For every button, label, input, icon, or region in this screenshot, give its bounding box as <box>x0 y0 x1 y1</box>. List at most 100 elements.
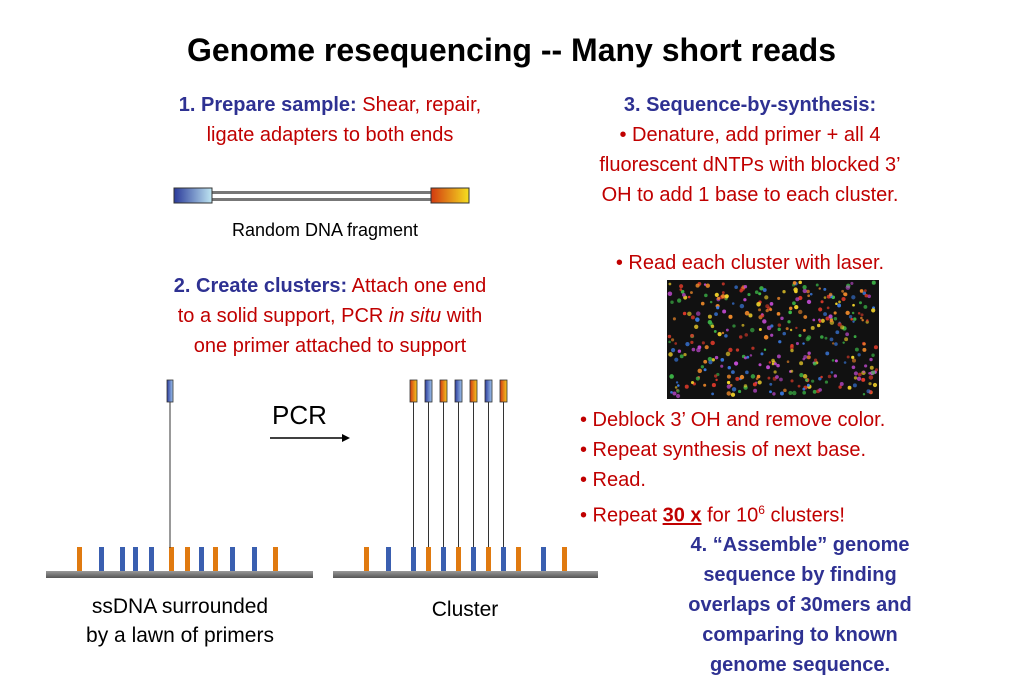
lawn-caption-line1: ssDNA surrounded <box>91 595 269 618</box>
cluster-dot <box>779 377 783 382</box>
cluster-dot <box>794 304 799 310</box>
step3-line1: • Denature, add primer + all 4 <box>619 124 881 146</box>
cluster-dot <box>731 387 737 392</box>
cluster-dot <box>758 327 762 331</box>
cluster-dot <box>726 374 731 379</box>
cluster-dot <box>674 386 678 389</box>
cluster-dot <box>818 307 823 312</box>
cluster-dot <box>806 289 810 294</box>
cluster-dot <box>734 285 738 290</box>
lawn-primer <box>252 547 257 571</box>
cluster-dot <box>837 303 842 308</box>
cluster-dot <box>848 314 853 319</box>
cluster-dot <box>811 379 815 383</box>
cluster-dot <box>776 354 781 359</box>
cluster-dot <box>810 325 815 330</box>
cluster-dot <box>780 316 784 321</box>
cluster-dot <box>833 317 838 321</box>
cluster-dot <box>868 371 871 375</box>
step1-text-line1: Shear, repair, <box>356 94 482 116</box>
cluster-dot <box>689 291 693 295</box>
cluster-dot <box>757 380 762 385</box>
cluster-base-primer <box>471 547 476 571</box>
cluster-dot <box>818 287 821 290</box>
cluster-dot <box>714 355 719 360</box>
cluster-dot <box>864 293 869 298</box>
cluster-dot <box>778 340 782 344</box>
cluster-dot <box>752 382 757 387</box>
cluster-dot <box>726 391 731 396</box>
step1-text: 1. Prepare sample: Shear, repair, ligate… <box>110 90 550 150</box>
lawn-primer <box>273 547 278 571</box>
cluster-dot <box>721 291 725 294</box>
cluster-dot <box>767 376 771 380</box>
step3-line3: OH to add 1 base to each cluster. <box>601 184 899 206</box>
cluster-dot <box>812 389 817 394</box>
cluster-dot <box>707 314 712 319</box>
cluster-dot <box>852 383 857 388</box>
cluster-dot <box>739 303 745 309</box>
cluster-support-bar <box>333 571 598 578</box>
cluster-dot <box>760 352 764 356</box>
cluster-dot <box>668 340 671 344</box>
repeat-bold: 30 x <box>662 504 702 527</box>
cluster-dot <box>862 370 866 374</box>
cluster-dot <box>704 293 708 298</box>
step2-text-italic: in situ <box>388 305 442 327</box>
cluster-dot <box>839 381 844 386</box>
cluster-dot <box>853 317 857 321</box>
cluster-dot <box>763 348 767 351</box>
cluster-dot <box>671 338 675 342</box>
cluster-dot <box>695 311 701 316</box>
cluster-dot <box>825 351 830 356</box>
cluster-dot <box>802 374 808 379</box>
step3-repeat: • Repeat 30 x for 106 clusters! <box>580 495 980 531</box>
cluster-dot <box>760 313 764 316</box>
cluster-dot <box>853 376 858 380</box>
cluster-dot <box>676 389 680 393</box>
cluster-dot <box>677 384 680 387</box>
cluster-dot <box>829 318 834 323</box>
cluster-dot <box>669 374 674 379</box>
cluster-dot <box>667 334 672 339</box>
fluorescence-image <box>667 280 879 399</box>
cluster-dot <box>695 317 700 322</box>
lawn-caption: ssDNA surrounded by a lawn of primers <box>40 592 320 650</box>
lawn-caption-line2: by a lawn of primers <box>86 624 274 647</box>
cluster-dot <box>683 352 687 357</box>
cluster-dot <box>777 323 782 327</box>
cluster-dot <box>833 311 837 315</box>
cluster-dot <box>776 363 780 368</box>
dna-fragment <box>173 187 470 204</box>
cluster-dot <box>768 361 772 364</box>
cluster-dot <box>751 346 755 350</box>
cluster-dot <box>679 288 683 291</box>
cluster-dot <box>748 313 753 318</box>
cluster-dot <box>833 374 838 378</box>
step4-line3: overlaps of 30mers and <box>688 594 912 616</box>
cluster-dot <box>782 290 786 294</box>
cluster-dot <box>771 358 775 363</box>
cluster-dot <box>802 288 807 294</box>
cluster-top-primer <box>499 379 508 403</box>
step4-line2: sequence by finding <box>703 564 897 586</box>
cluster-dot <box>769 390 772 394</box>
cluster-base-primer <box>456 547 461 571</box>
lawn-primer <box>99 547 104 571</box>
cluster-dot <box>860 316 863 320</box>
cluster-dot <box>862 291 867 296</box>
cluster-dot <box>777 296 781 300</box>
cluster-dot <box>802 387 806 391</box>
cluster-dot <box>728 347 733 353</box>
cluster-dot <box>834 342 838 346</box>
step4-line4: comparing to known <box>702 624 898 646</box>
cluster-dot <box>756 301 761 307</box>
cluster-dot <box>823 312 828 317</box>
cluster-dot <box>762 319 767 324</box>
cluster-dot <box>840 325 845 330</box>
step3-bullets: • Deblock 3’ OH and remove color. • Repe… <box>580 405 980 531</box>
cluster-dot <box>787 320 791 324</box>
cluster-dot <box>763 335 769 340</box>
cluster-dot <box>868 375 874 380</box>
cluster-dot <box>764 295 769 300</box>
